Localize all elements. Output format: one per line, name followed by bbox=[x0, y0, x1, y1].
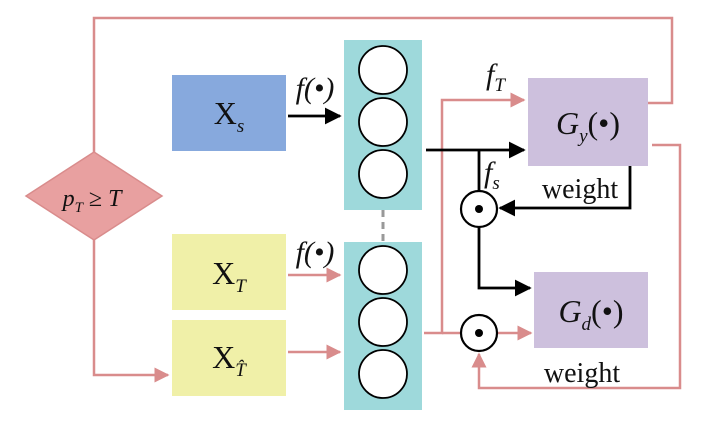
gd-box bbox=[534, 272, 648, 348]
salmon-connectors bbox=[92, 16, 682, 390]
fs-label: fs bbox=[484, 156, 500, 194]
classifier-gy: Gy(•) bbox=[528, 78, 648, 166]
gy-box bbox=[528, 78, 648, 166]
weight-label-upper: weight bbox=[542, 174, 618, 205]
target-input: XT bbox=[172, 234, 286, 310]
feedback-loop-top bbox=[92, 16, 674, 152]
neuron bbox=[358, 245, 408, 295]
gy-label: Gy(•) bbox=[556, 105, 620, 147]
discriminator-gd: Gd(•) bbox=[534, 272, 648, 348]
lower-weight-loop bbox=[471, 143, 682, 390]
target-hat-input: XT̂ bbox=[172, 320, 286, 396]
source-input-box bbox=[172, 75, 286, 151]
black-connectors bbox=[288, 107, 632, 297]
target-feature-block bbox=[344, 242, 422, 410]
diamond-to-xthat bbox=[92, 240, 170, 383]
neuron bbox=[358, 297, 408, 347]
neuron bbox=[358, 349, 408, 399]
decision-label: pT ≥ T bbox=[61, 186, 124, 216]
threshold-decision: pT ≥ T bbox=[24, 151, 164, 241]
lower-multiply-dot bbox=[475, 329, 483, 337]
feature-fn-label-lower: f(•) bbox=[296, 236, 335, 269]
neuron bbox=[358, 97, 408, 147]
upper-weight-arrow bbox=[498, 150, 632, 217]
upper-multiply-dot bbox=[475, 205, 483, 213]
target-input-box bbox=[172, 234, 286, 310]
source-input: Xs bbox=[172, 75, 286, 151]
decision-diamond bbox=[24, 151, 164, 241]
target-hat-input-box bbox=[172, 320, 286, 396]
source-input-label: Xs bbox=[214, 95, 245, 137]
source-feature-block bbox=[344, 40, 422, 210]
target-hat-input-label: XT̂ bbox=[212, 339, 247, 381]
neuron bbox=[358, 45, 408, 95]
gd-label: Gd(•) bbox=[558, 293, 623, 335]
feature-fn-label-upper: f(•) bbox=[296, 72, 335, 105]
neuron bbox=[358, 149, 408, 199]
ft-label: fT bbox=[486, 58, 506, 96]
lower-multiply-node bbox=[459, 313, 499, 353]
target-features-to-gy bbox=[424, 92, 526, 335]
weight-label-lower: weight bbox=[544, 358, 620, 389]
target-input-label: XT bbox=[212, 255, 247, 297]
upper-multiply-node bbox=[459, 189, 499, 229]
upper-multiply-to-gd bbox=[477, 228, 532, 297]
